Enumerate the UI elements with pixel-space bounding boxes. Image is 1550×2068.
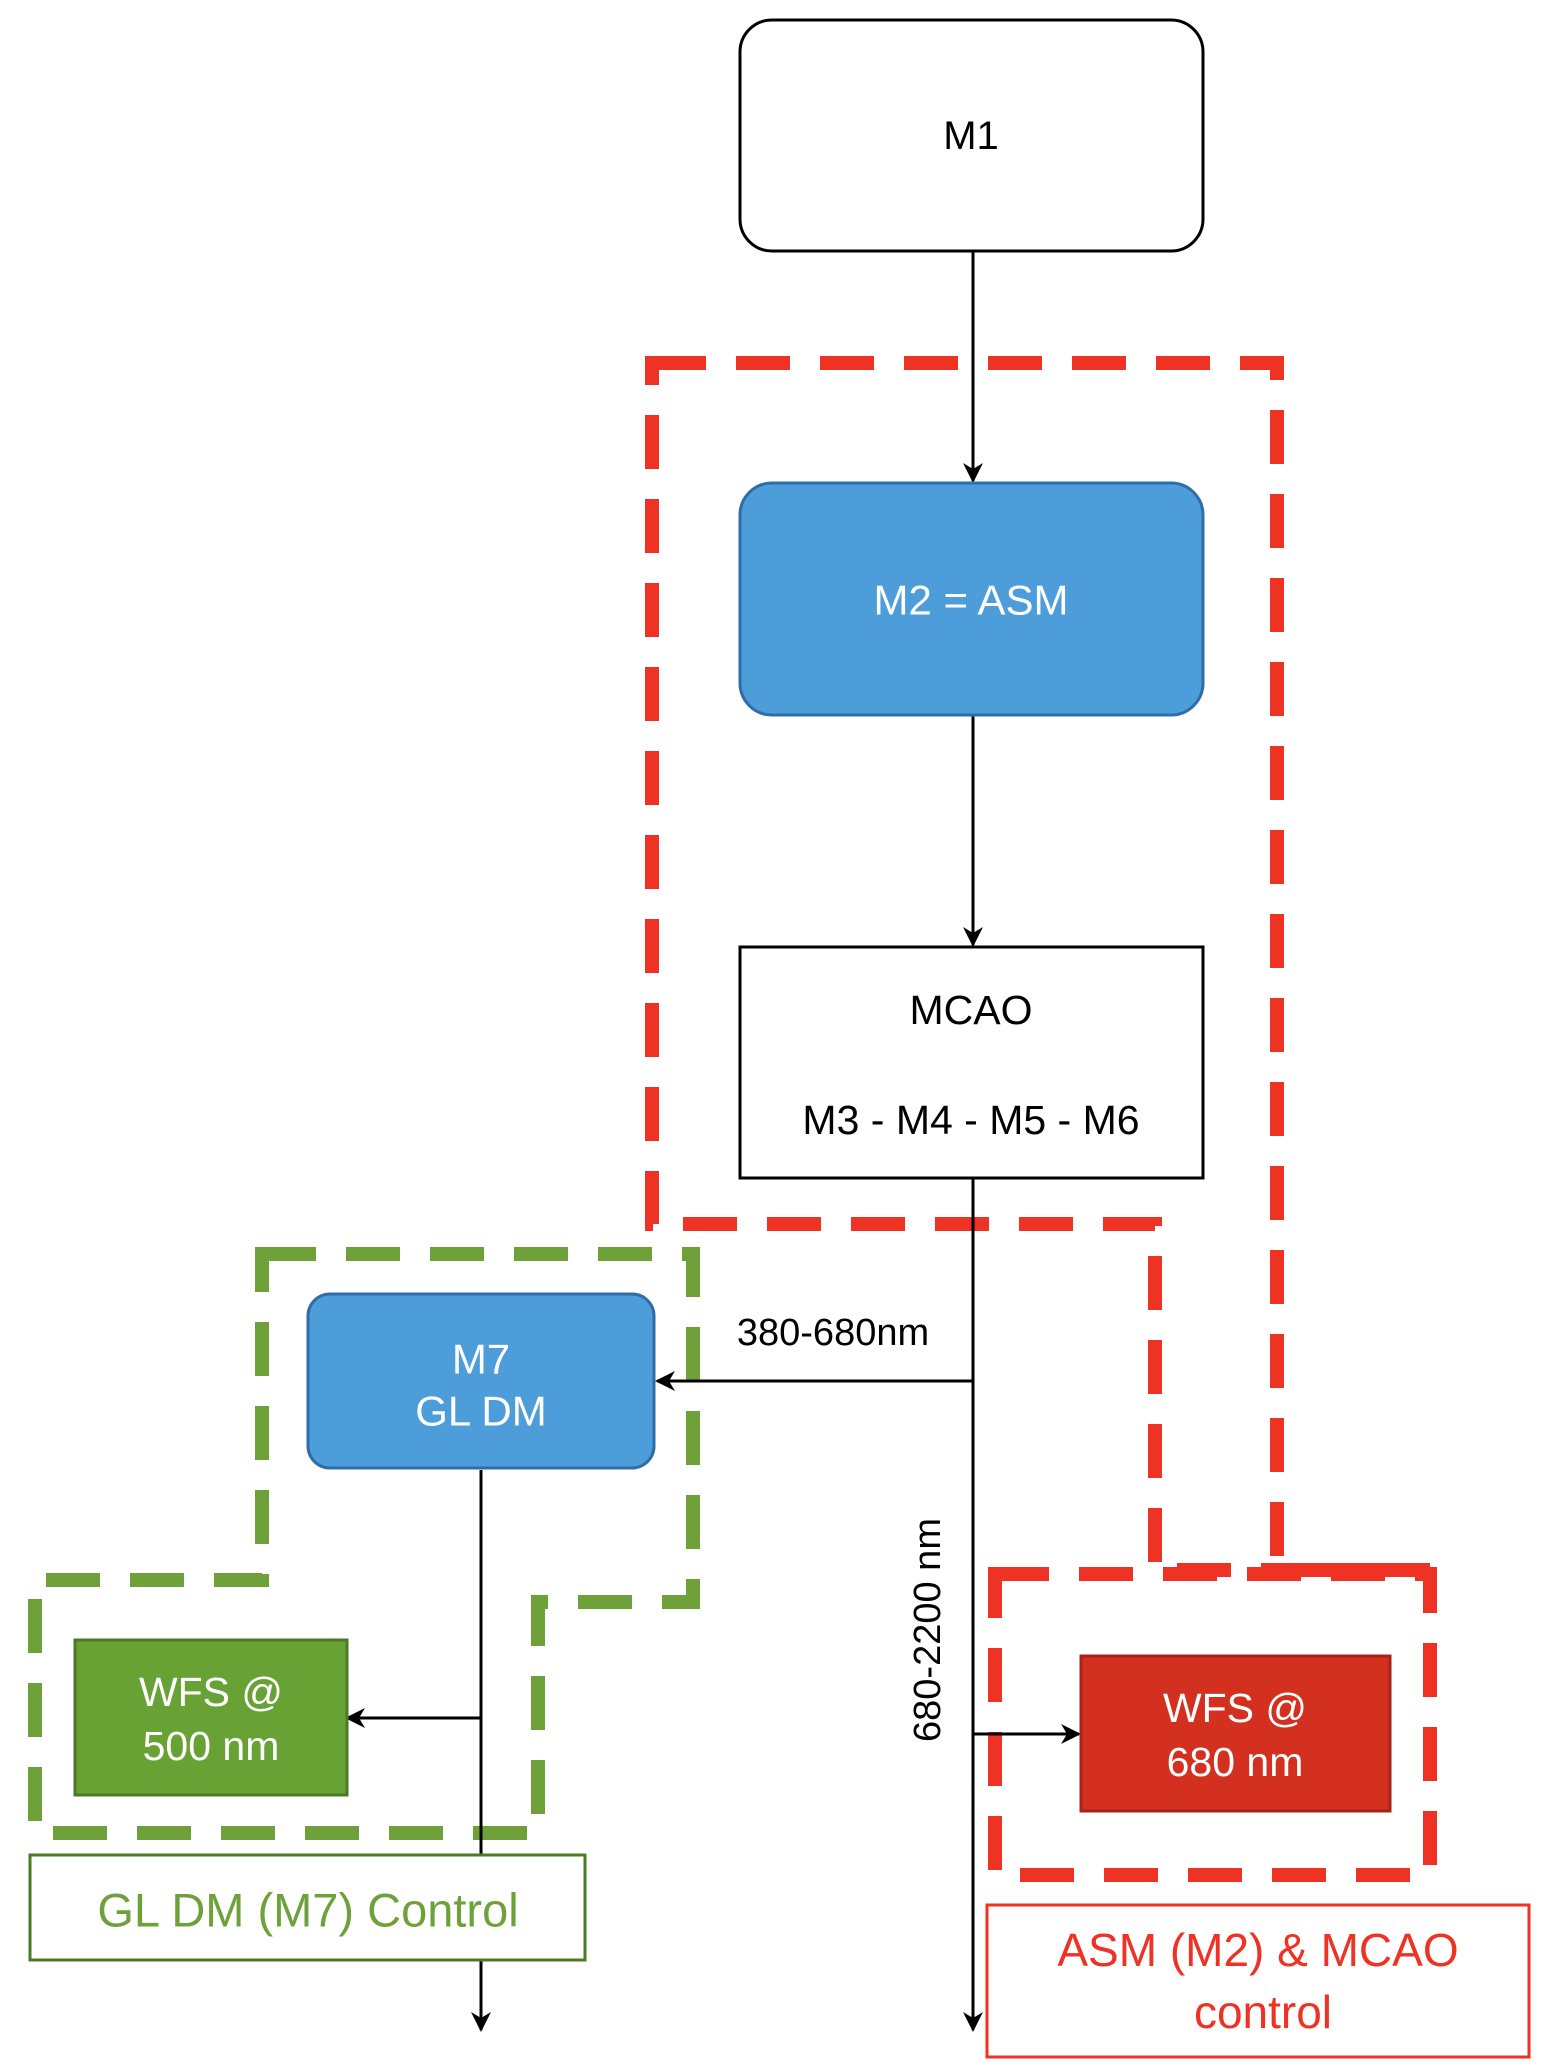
gl-dm-region — [28, 1247, 700, 1840]
wfs680-label-line1: WFS @ — [1163, 1685, 1307, 1731]
wfs-680-node[interactable]: WFS @ 680 nm — [1079, 1654, 1392, 1813]
wfs-680-region — [988, 1567, 1437, 1882]
wfs500-label-line1: WFS @ — [139, 1669, 283, 1715]
m2-label: M2 = ASM — [874, 577, 1069, 624]
ir-band-label: 680-2200 nm — [907, 1518, 949, 1742]
mcao-mirrors: M3 - M4 - M5 - M6 — [802, 1097, 1139, 1143]
m1-node[interactable]: M1 — [738, 18, 1205, 253]
wfs-500-node[interactable]: WFS @ 500 nm — [73, 1638, 349, 1797]
asm-mcao-control-legend: ASM (M2) & MCAO control — [985, 1903, 1531, 2059]
mcao-title: MCAO — [910, 987, 1033, 1033]
m7-gl-dm-node[interactable]: M7 GL DM — [306, 1292, 656, 1470]
gl-dm-control-legend: GL DM (M7) Control — [28, 1853, 587, 1962]
gl-dm-control-label: GL DM (M7) Control — [97, 1884, 518, 1937]
mcao-node[interactable]: MCAO M3 - M4 - M5 - M6 — [738, 945, 1205, 1180]
visible-band-label: 380-680nm — [737, 1312, 929, 1354]
m1-label: M1 — [943, 114, 999, 158]
m7-label: M7 — [452, 1336, 510, 1383]
wfs500-label-line2: 500 nm — [143, 1723, 280, 1769]
asm-mcao-control-label-line1: ASM (M2) & MCAO — [1057, 1924, 1458, 1976]
gl-dm-label: GL DM — [415, 1388, 546, 1435]
m2-asm-node[interactable]: M2 = ASM — [738, 481, 1205, 717]
asm-mcao-control-label-line2: control — [1194, 1986, 1332, 2038]
wfs680-label-line2: 680 nm — [1167, 1739, 1304, 1785]
